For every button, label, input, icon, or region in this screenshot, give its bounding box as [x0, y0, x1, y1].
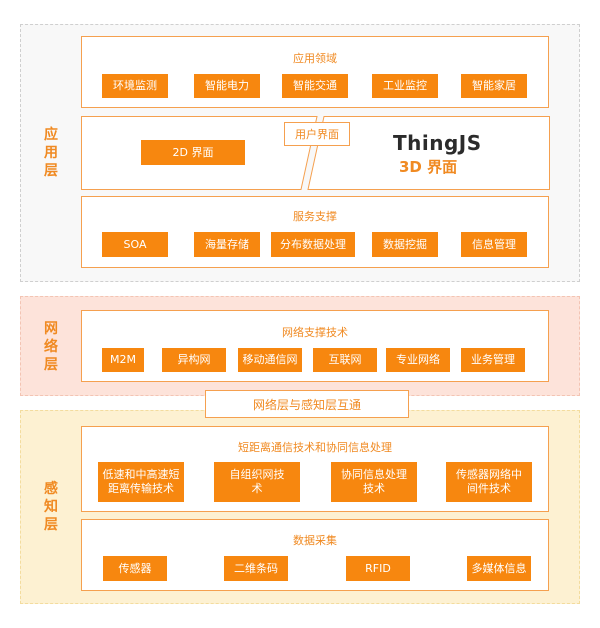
service-item-info-mgmt[interactable]: 信息管理	[461, 232, 527, 257]
service-item-storage[interactable]: 海量存储	[194, 232, 260, 257]
app-domain-title: 应用领域	[293, 52, 337, 65]
network-item-professional[interactable]: 专业网络	[386, 348, 450, 372]
service-item-soa[interactable]: SOA	[102, 232, 168, 257]
short-range-item-middleware[interactable]: 传感器网络中间件技术	[446, 462, 532, 502]
short-range-item-self-organizing[interactable]: 自组织网技术	[214, 462, 300, 502]
service-item-mining[interactable]: 数据挖掘	[372, 232, 438, 257]
network-item-m2m[interactable]: M2M	[102, 348, 144, 372]
application-layer-label: 应用层	[44, 127, 58, 179]
network-item-mobile[interactable]: 移动通信网	[238, 348, 302, 372]
app-domain-item-env[interactable]: 环境监测	[102, 74, 168, 98]
collection-item-sensor[interactable]: 传感器	[103, 556, 167, 581]
network-layer-label: 网络层	[44, 321, 58, 373]
collection-item-barcode[interactable]: 二维条码	[224, 556, 288, 581]
collection-item-multimedia[interactable]: 多媒体信息	[467, 556, 531, 581]
app-domain-item-traffic[interactable]: 智能交通	[282, 74, 348, 98]
short-range-title: 短距离通信技术和协同信息处理	[238, 441, 392, 454]
2d-interface-button[interactable]: 2D 界面	[141, 140, 245, 165]
3d-interface-label: 3D 界面	[399, 158, 458, 176]
service-item-distributed[interactable]: 分布数据处理	[271, 232, 355, 257]
service-title: 服务支撑	[293, 210, 337, 223]
network-title: 网络支撑技术	[282, 326, 348, 339]
network-perception-bridge: 网络层与感知层互通	[205, 390, 409, 418]
collection-item-rfid[interactable]: RFID	[346, 556, 410, 581]
app-domain-item-industrial[interactable]: 工业监控	[372, 74, 438, 98]
network-item-internet[interactable]: 互联网	[313, 348, 377, 372]
perception-layer-label: 感知层	[44, 481, 58, 533]
app-domain-item-power[interactable]: 智能电力	[194, 74, 260, 98]
collection-title: 数据采集	[293, 534, 337, 547]
network-item-business[interactable]: 业务管理	[461, 348, 525, 372]
network-item-heterogeneous[interactable]: 异构网	[162, 348, 226, 372]
ui-panel-right	[307, 116, 550, 190]
thingjs-logo: ThingJS	[393, 131, 482, 155]
user-interface-tag: 用户界面	[284, 122, 350, 146]
app-domain-item-home[interactable]: 智能家居	[461, 74, 527, 98]
short-range-item-transmission[interactable]: 低速和中高速短距离传输技术	[98, 462, 184, 502]
short-range-item-collaborative[interactable]: 协同信息处理技术	[331, 462, 417, 502]
